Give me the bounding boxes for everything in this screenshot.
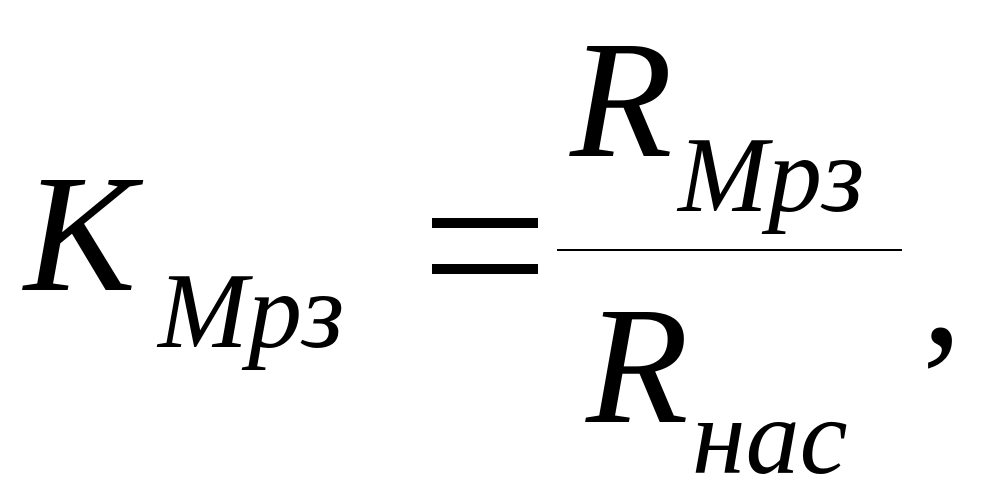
fraction-bar: [557, 249, 902, 251]
denominator-subscript: нас: [692, 378, 848, 497]
denominator-variable: R: [586, 273, 689, 459]
trailing-comma: ,: [922, 201, 962, 379]
numerator-subscript: Mpз: [678, 116, 865, 235]
numerator-variable: R: [570, 7, 673, 193]
lhs-subscript: Mpз: [158, 252, 345, 371]
lhs-variable: K: [24, 141, 137, 327]
equals-sign: [432, 218, 538, 274]
